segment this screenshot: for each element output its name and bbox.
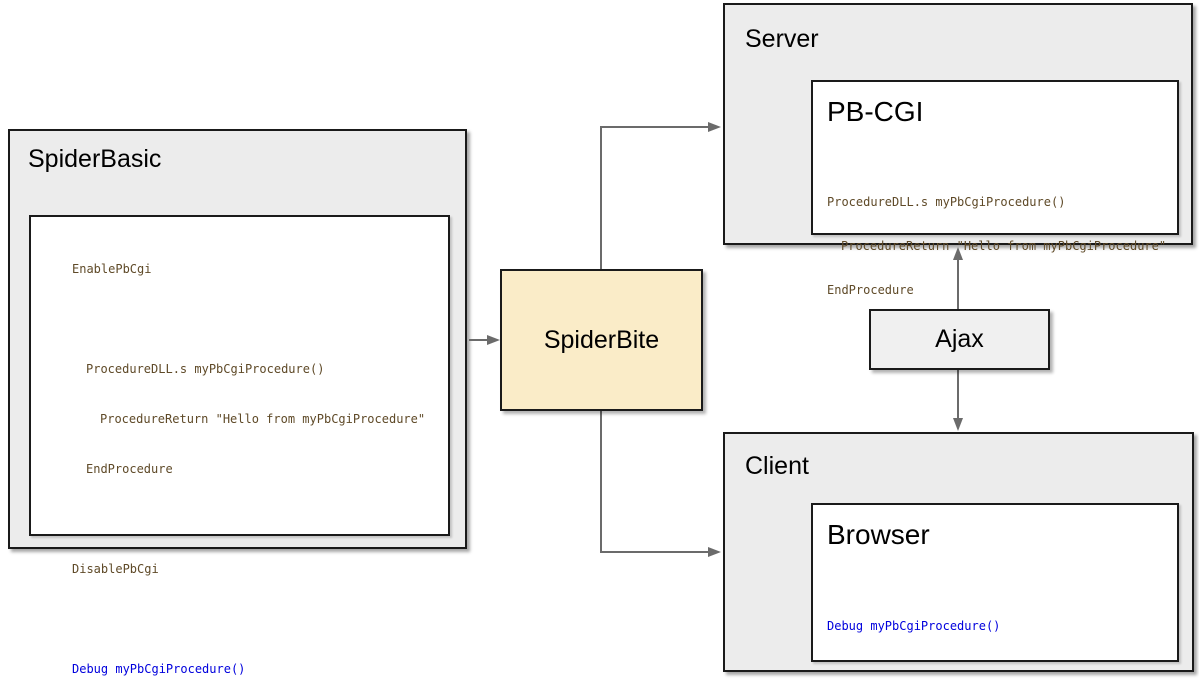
spiderbasic-panel: SpiderBasic EnablePbCgi ProcedureDLL.s m… [8,129,467,676]
code-line-blank [72,608,425,630]
arrowhead-right-client [708,547,721,557]
spiderbasic-code-box: EnablePbCgi ProcedureDLL.s myPbCgiProced… [29,215,450,676]
code-line: EndProcedure [86,462,173,476]
code-line: ProcedureReturn "Hello from myPbCgiProce… [100,412,426,426]
arrow-spiderbite-to-client [600,411,710,553]
spiderbasic-code: EnablePbCgi ProcedureDLL.s myPbCgiProced… [72,230,425,686]
code-line: EndProcedure [827,283,914,297]
browser-title: Browser [827,519,930,550]
spiderbasic-title: SpiderBasic [28,145,162,173]
code-line: EnablePbCgi [72,262,152,276]
client-panel: Client Browser Debug myPbCgiProcedure() [723,432,1194,672]
arrowhead-right-spiderbite [487,335,500,345]
server-title: Server [745,25,819,53]
browser-box: Browser Debug myPbCgiProcedure() [811,503,1179,662]
arrowhead-down-client [953,418,963,431]
code-line-blank [72,308,425,330]
spiderbite-label: SpiderBite [543,325,660,354]
ajax-node: Ajax [869,309,1050,370]
server-panel: Server PB-CGI ProcedureDLL.s myPbCgiProc… [723,3,1193,297]
code-line: ProcedureReturn "Hello from myPbCgiProce… [841,239,1167,253]
ajax-label: Ajax [935,325,984,353]
spiderbite-node: SpiderBite [500,269,703,411]
pbcgi-code: ProcedureDLL.s myPbCgiProcedure() Proced… [827,166,1166,326]
pbcgi-box: PB-CGI ProcedureDLL.s myPbCgiProcedure()… [811,80,1179,297]
client-title: Client [745,452,809,480]
code-line: DisablePbCgi [72,562,159,576]
code-line: ProcedureDLL.s myPbCgiProcedure() [86,362,325,376]
code-line-debug: Debug myPbCgiProcedure() [72,662,246,676]
pbcgi-title: PB-CGI [827,96,924,127]
code-line-blank [72,508,425,530]
arrowhead-right-server [708,122,721,132]
code-line-debug: Debug myPbCgiProcedure() [827,619,1001,633]
code-line: ProcedureDLL.s myPbCgiProcedure() [827,195,1066,209]
arrow-spiderbite-to-server [600,126,710,269]
browser-code: Debug myPbCgiProcedure() [827,590,1000,662]
